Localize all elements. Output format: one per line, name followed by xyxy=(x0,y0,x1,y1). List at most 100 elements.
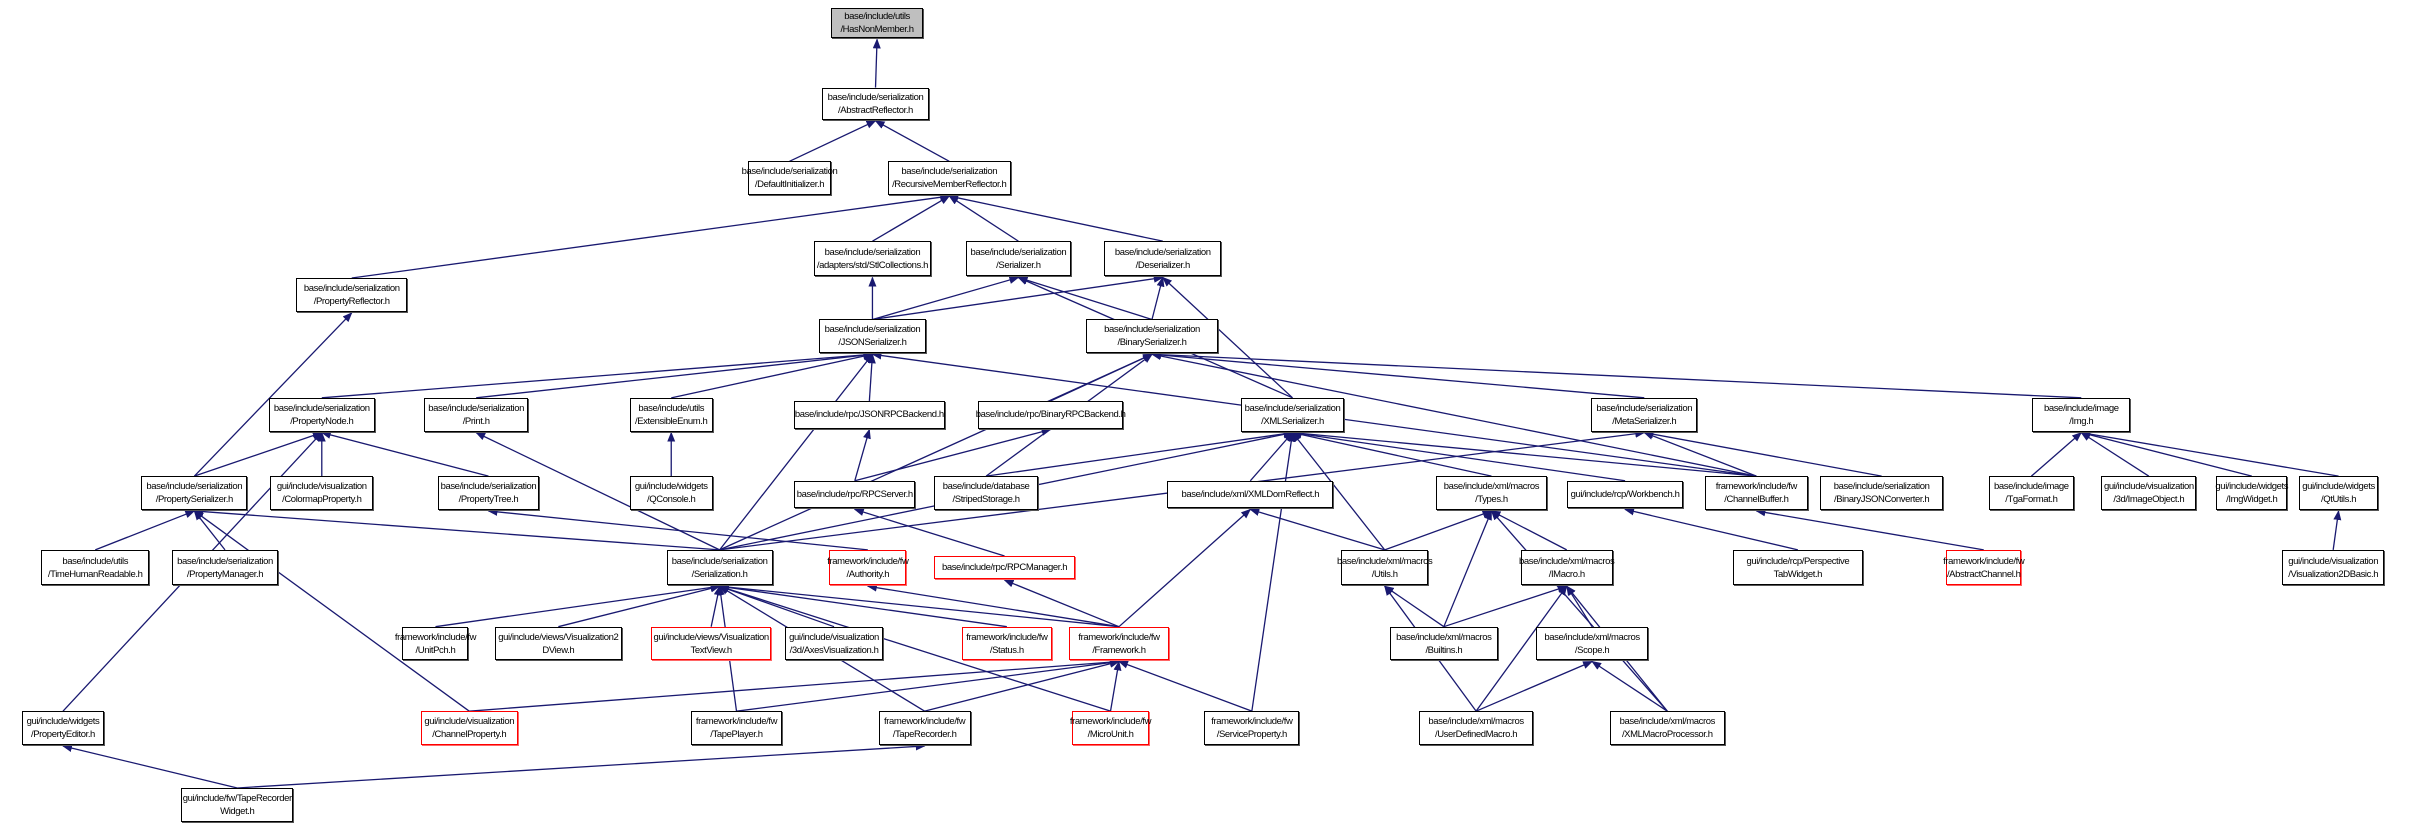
file-node-Print[interactable]: base/include/serialization/Print.h xyxy=(423,397,529,432)
file-node-label: gui/include/views/Visualization xyxy=(653,631,770,643)
dependency-edge-RPCManager-to-RPCServer xyxy=(853,508,1005,557)
file-node-label: base/include/serialization xyxy=(1104,324,1200,336)
file-node-ColormapProperty[interactable]: gui/include/visualization/ColormapProper… xyxy=(270,476,374,510)
file-node-PropertyEditor[interactable]: gui/include/widgets/PropertyEditor.h xyxy=(21,711,105,745)
file-node-ImgWidget[interactable]: gui/include/widgets/ImgWidget.h xyxy=(2215,476,2289,510)
file-node-RPCServer[interactable]: base/include/rpc/RPCServer.h xyxy=(794,480,916,509)
file-node-StripedStorage[interactable]: base/include/database/StripedStorage.h xyxy=(933,476,1039,510)
file-node-label: /MicroUnit.h xyxy=(1087,729,1134,741)
file-node-TgaFormat[interactable]: base/include/image/TgaFormat.h xyxy=(1989,476,2074,510)
file-node-QConsole[interactable]: gui/include/widgets/QConsole.h xyxy=(629,476,713,510)
file-node-Macro[interactable]: base/include/xml/macros/IMacro.h xyxy=(1519,549,1615,586)
file-node-label: /AbstractReflector.h xyxy=(838,104,913,116)
file-node-label: /adapters/std/StlCollections.h xyxy=(816,259,928,271)
file-node-AbstractReflector[interactable]: base/include/serialization/AbstractRefle… xyxy=(821,87,930,120)
file-node-label: base/include/xml/macros xyxy=(1544,631,1640,643)
file-node-Types[interactable]: base/include/xml/macros/Types.h xyxy=(1436,476,1547,510)
file-node-label: base/include/rpc/BinaryRPCBackend.h xyxy=(975,409,1126,421)
dependency-edge-ChannelBuffer-to-MetaSerializer xyxy=(1643,432,1757,477)
file-node-label: base/include/xml/macros xyxy=(1519,555,1615,567)
file-node-JSONRPCBackend[interactable]: base/include/rpc/JSONRPCBackend.h xyxy=(794,400,945,429)
dependency-edge-PerspectiveTabWidget-to-Workbench xyxy=(1624,507,1799,551)
file-node-label: /3d/AxesVisualization.h xyxy=(789,644,879,656)
file-node-label: base/include/serialization xyxy=(273,402,370,414)
file-node-label: /3d/ImageObject.h xyxy=(2113,494,2185,506)
file-node-label: base/include/utils xyxy=(638,402,705,414)
file-node-label: base/include/xml/macros xyxy=(1619,716,1716,728)
dependency-edge-Utils-to-Types xyxy=(1384,510,1493,551)
dependency-edge-TapePlayer-to-Framework xyxy=(736,658,1120,712)
file-node-Workbench[interactable]: gui/include/rcp/Workbench.h xyxy=(1566,480,1684,509)
file-node-label: /ExtensibleEnum.h xyxy=(635,415,708,427)
file-node-Utils[interactable]: base/include/xml/macros/Utils.h xyxy=(1337,549,1433,586)
file-node-Status[interactable]: framework/include/fw/Status.h xyxy=(961,626,1053,661)
file-node-BinaryJSONConverter[interactable]: base/include/serialization/BinaryJSONCon… xyxy=(1820,476,1944,510)
file-node-UnitPch[interactable]: framework/include/fw/UnitPch.h xyxy=(395,626,476,661)
file-node-BinarySerializer[interactable]: base/include/serialization/BinarySeriali… xyxy=(1085,319,1219,354)
file-node-XMLSerializer[interactable]: base/include/serialization/XMLSerializer… xyxy=(1241,397,1344,432)
file-node-RPCManager[interactable]: base/include/rpc/RPCManager.h xyxy=(933,556,1076,580)
dependency-edge-Img-to-BinarySerializer xyxy=(1151,350,2082,399)
file-node-MicroUnit[interactable]: framework/include/fw/MicroUnit.h xyxy=(1070,711,1152,745)
file-node-PropertyReflector[interactable]: base/include/serialization/PropertyRefle… xyxy=(296,278,408,312)
file-node-PropertyTree[interactable]: base/include/serialization/PropertyTree.… xyxy=(437,476,540,510)
file-node-TimeHumanReadable[interactable]: base/include/utils/TimeHumanReadable.h xyxy=(41,549,149,586)
dependency-edge-UnitPch-to-Serialization xyxy=(435,583,721,628)
file-node-PropertyNode[interactable]: base/include/serialization/PropertyNode.… xyxy=(268,397,375,432)
file-node-MetaSerializer[interactable]: base/include/serialization/MetaSerialize… xyxy=(1591,397,1698,432)
file-node-ImageObject3d[interactable]: gui/include/visualization/3d/ImageObject… xyxy=(2101,476,2197,510)
dependency-edge-TapeRecorder-to-Framework xyxy=(924,659,1120,712)
file-node-Authority[interactable]: framework/include/fw/Authority.h xyxy=(827,549,909,586)
file-node-AxesVisualization3d[interactable]: gui/include/visualization/3d/AxesVisuali… xyxy=(784,626,884,661)
file-node-PropertySerializer[interactable]: base/include/serialization/PropertySeria… xyxy=(141,476,248,510)
file-node-Serializer[interactable]: base/include/serialization/Serializer.h xyxy=(966,241,1071,277)
dependency-edge-Types-to-XMLSerializer xyxy=(1291,430,1492,477)
file-node-QtUtils[interactable]: gui/include/widgets/QtUtils.h xyxy=(2299,476,2378,510)
file-node-Serialization[interactable]: base/include/serialization/Serialization… xyxy=(666,549,773,586)
file-node-ChannelBuffer[interactable]: framework/include/fw/ChannelBuffer.h xyxy=(1704,476,1808,510)
file-node-label: DView.h xyxy=(542,644,575,656)
file-node-StlCollections[interactable]: base/include/serialization/adapters/std/… xyxy=(814,241,931,277)
file-node-Deserializer[interactable]: base/include/serialization/Deserializer.… xyxy=(1104,241,1222,277)
file-node-TapeRecorder[interactable]: framework/include/fw/TapeRecorder.h xyxy=(878,711,971,745)
dependency-edge-BinaryJSONConverter-to-MetaSerializer xyxy=(1643,430,1882,477)
file-node-label: /Print.h xyxy=(462,415,490,427)
file-node-AbstractChannel[interactable]: framework/include/fw/AbstractChannel.h xyxy=(1943,549,2025,586)
file-node-XMLMacroProcessor[interactable]: base/include/xml/macros/XMLMacroProcesso… xyxy=(1609,711,1725,745)
file-node-ServiceProperty[interactable]: framework/include/fw/ServiceProperty.h xyxy=(1204,711,1300,745)
file-node-UserDefinedMacro[interactable]: base/include/xml/macros/UserDefinedMacro… xyxy=(1419,711,1533,745)
file-node-label: TabWidget.h xyxy=(1773,568,1823,580)
file-node-label: gui/include/rcp/Workbench.h xyxy=(1570,489,1680,501)
file-node-XMLDomReflect[interactable]: base/include/xml/XMLDomReflect.h xyxy=(1167,480,1334,509)
file-node-label: base/include/serialization xyxy=(824,324,921,336)
dependency-edge-Builtins-to-Macro xyxy=(1443,585,1568,628)
file-node-ExtensibleEnum[interactable]: base/include/utils/ExtensibleEnum.h xyxy=(629,397,713,432)
file-node-Visualization2DBasic[interactable]: gui/include/visualization/Visualization2… xyxy=(2282,549,2384,586)
dependency-edge-Utils-to-XMLDomReflect xyxy=(1249,508,1385,551)
file-node-RecursiveMemberReflector[interactable]: base/include/serialization/RecursiveMemb… xyxy=(887,161,1011,196)
file-node-Builtins[interactable]: base/include/xml/macros/Builtins.h xyxy=(1390,626,1498,661)
dependency-edge-ChannelProperty-to-PropertySerializer xyxy=(193,510,470,712)
dependency-edge-ServiceProperty-to-Framework xyxy=(1118,660,1253,712)
file-node-label: /JSONSerializer.h xyxy=(838,337,907,349)
file-node-BinaryRPCBackend[interactable]: base/include/rpc/BinaryRPCBackend.h xyxy=(976,400,1126,429)
file-node-DefaultInitializer[interactable]: base/include/serialization/DefaultInitia… xyxy=(742,161,838,196)
file-node-Scope[interactable]: base/include/xml/macros/Scope.h xyxy=(1536,626,1649,661)
dependency-edge-Visualization2DBasic-to-QtUtils xyxy=(2332,509,2342,550)
file-node-TapePlayer[interactable]: framework/include/fw/TapePlayer.h xyxy=(691,711,782,745)
file-node-label: /BinarySerializer.h xyxy=(1117,337,1187,349)
file-node-ChannelProperty[interactable]: gui/include/visualization/ChannelPropert… xyxy=(420,711,518,745)
file-node-HasNonMember[interactable]: base/include/utils/HasNonMember.h xyxy=(830,7,924,39)
file-node-label: /Visualization2DBasic.h xyxy=(2288,568,2379,580)
file-node-PropertyManager[interactable]: base/include/serialization/PropertyManag… xyxy=(172,549,278,586)
file-node-JSONSerializer[interactable]: base/include/serialization/JSONSerialize… xyxy=(818,319,927,354)
file-node-Framework[interactable]: framework/include/fw/Framework.h xyxy=(1069,626,1169,661)
file-node-label: base/include/serialization xyxy=(824,246,921,258)
file-node-Img[interactable]: base/include/image/Img.h xyxy=(2032,397,2131,432)
dependency-edge-PropertyReflector-to-RecursiveMemberReflector xyxy=(351,193,951,279)
file-node-label: base/include/serialization xyxy=(440,481,537,493)
